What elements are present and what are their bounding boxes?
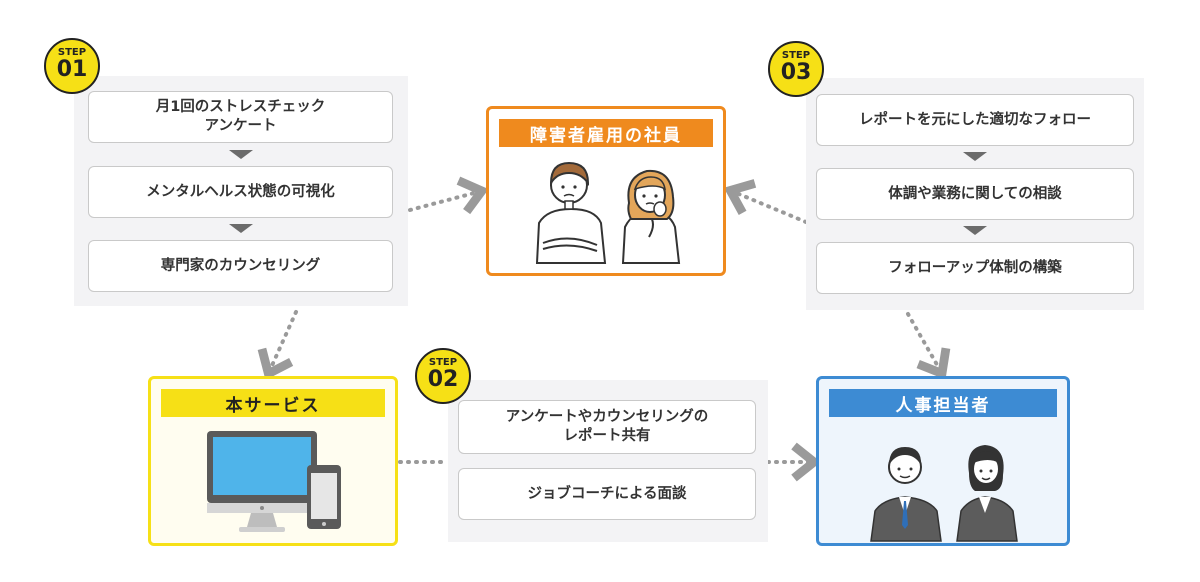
- man-icon: [535, 161, 607, 264]
- employees-illustration: [535, 161, 681, 264]
- step-badge-label: STEP: [428, 357, 458, 368]
- woman-icon: [621, 169, 681, 264]
- down-arrow-icon: [963, 226, 987, 235]
- arrow-step3-to-hr: [906, 312, 951, 380]
- step2-item-1: アンケートやカウンセリングの レポート共有: [458, 400, 756, 454]
- phone-icon: [307, 465, 341, 529]
- hr-staff-illustration: [870, 445, 1018, 542]
- step3-item-3: フォローアップ体制の構築: [816, 242, 1134, 294]
- employees-title: 障害者雇用の社員: [499, 119, 713, 147]
- woman-icon: [956, 445, 1018, 542]
- arrow-step3-to-employees: [723, 179, 808, 224]
- arrow-step1-to-service: [257, 310, 298, 381]
- step-badge-label: STEP: [781, 50, 811, 61]
- service-card: 本サービス: [148, 376, 398, 546]
- step2-badge: STEP 02: [415, 348, 471, 404]
- hr-title: 人事担当者: [829, 389, 1057, 417]
- step1-item-2: メンタルヘルス状態の可視化: [88, 166, 393, 218]
- step-badge-label: STEP: [57, 47, 87, 58]
- down-arrow-icon: [229, 150, 253, 159]
- step-badge-number: 02: [427, 367, 459, 392]
- service-title: 本サービス: [161, 389, 385, 417]
- step1-badge: STEP 01: [44, 38, 100, 94]
- step1-item-1: 月1回のストレスチェック アンケート: [88, 91, 393, 143]
- step3-item-1: レポートを元にした適切なフォロー: [816, 94, 1134, 146]
- down-arrow-icon: [963, 152, 987, 161]
- step3-badge: STEP 03: [768, 41, 824, 97]
- monitor-icon: [207, 431, 317, 532]
- devices-illustration: [207, 431, 341, 532]
- step-badge-number: 03: [780, 60, 812, 85]
- employees-card: 障害者雇用の社員: [486, 106, 726, 276]
- hr-card: 人事担当者: [816, 376, 1070, 546]
- down-arrow-icon: [229, 224, 253, 233]
- man-icon: [870, 447, 942, 542]
- step3-item-2: 体調や業務に関しての相談: [816, 168, 1134, 220]
- step1-item-3: 専門家のカウンセリング: [88, 240, 393, 292]
- step2-item-2: ジョブコーチによる面談: [458, 468, 756, 520]
- step-badge-number: 01: [56, 57, 88, 82]
- arrow-step1-to-employees: [408, 176, 489, 215]
